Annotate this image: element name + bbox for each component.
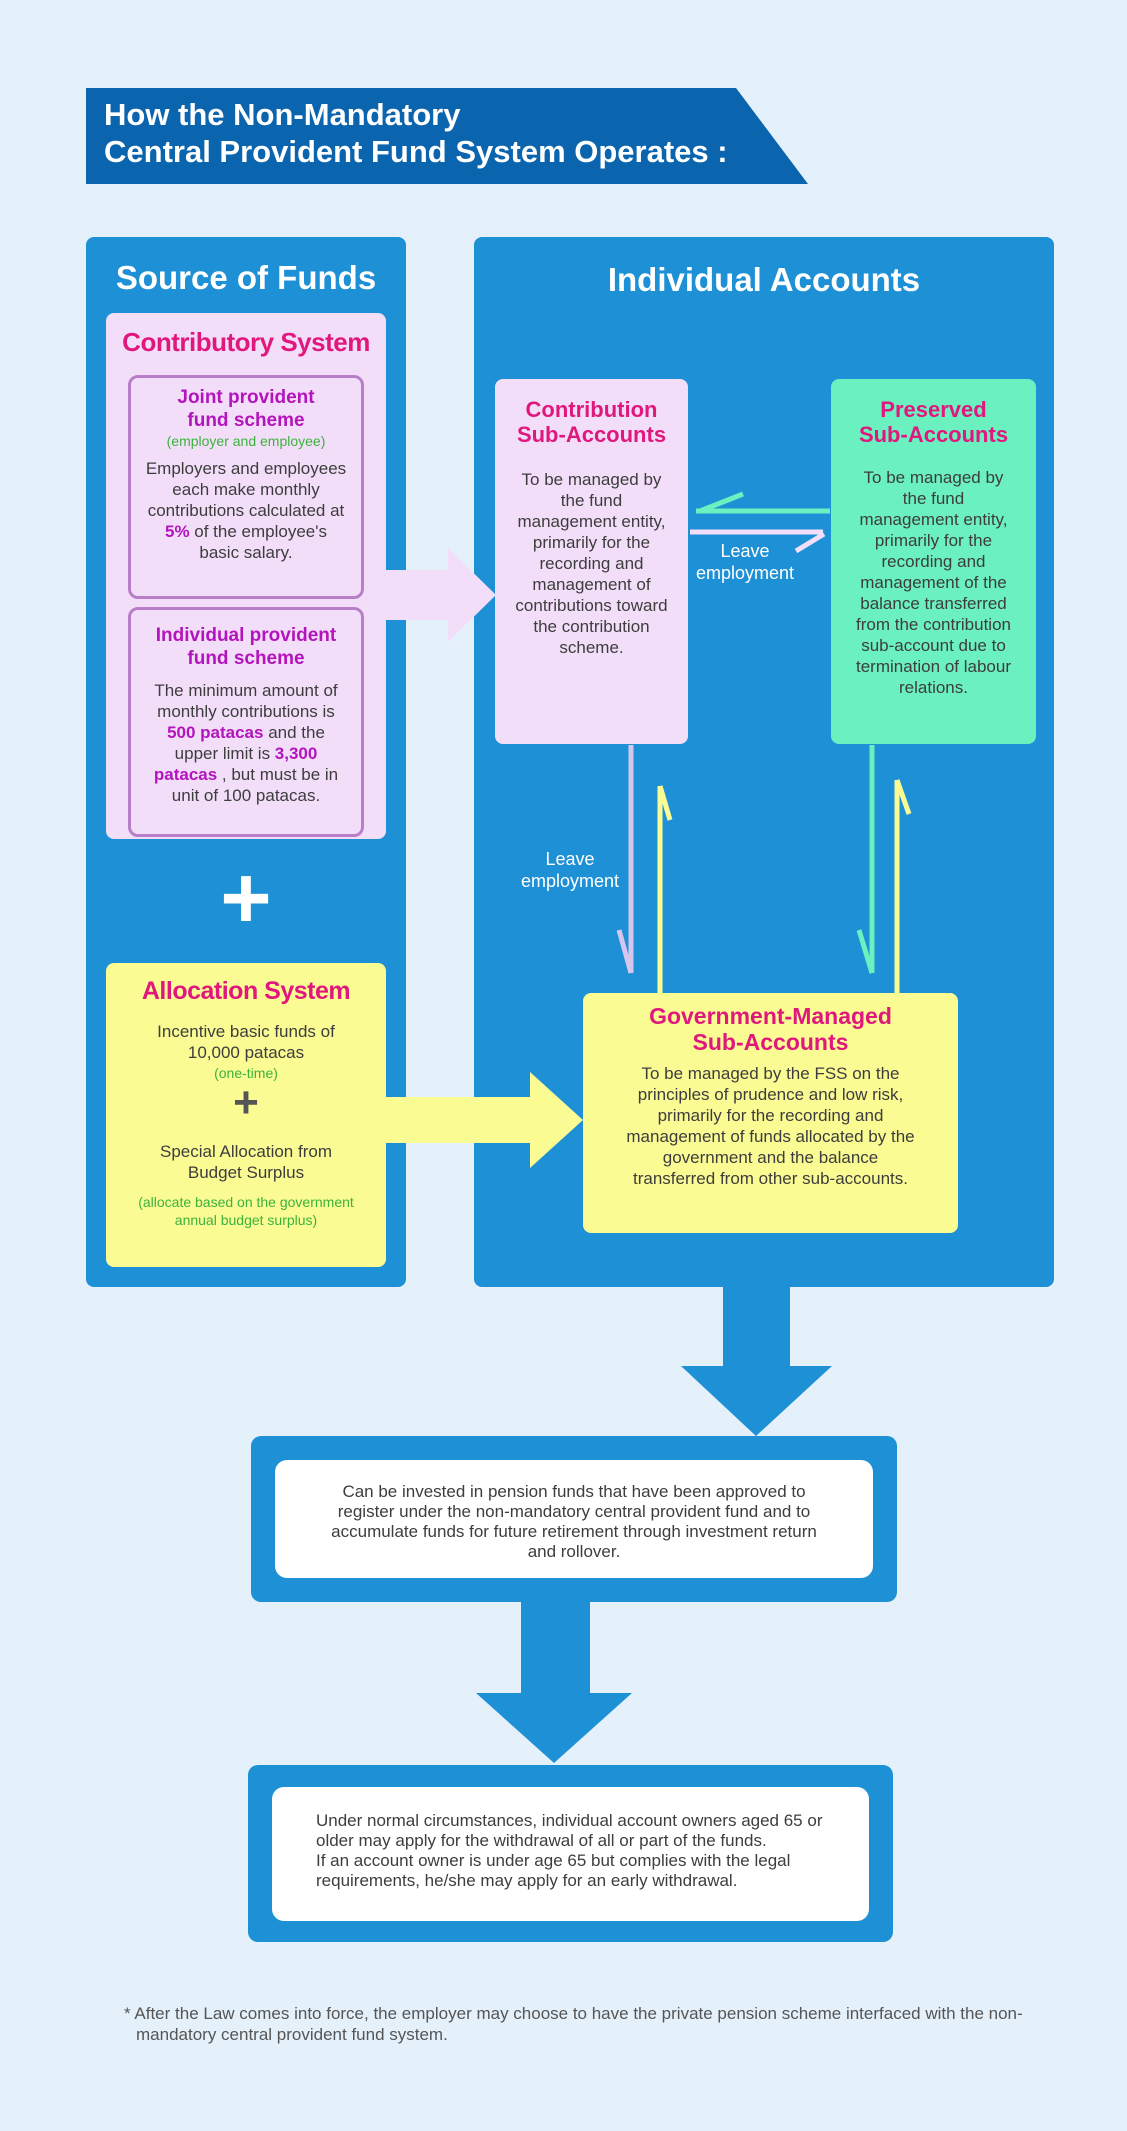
preserved-sub-accounts-title: Preserved Sub-Accounts xyxy=(831,397,1036,447)
allocation-system-title: Allocation System xyxy=(141,977,351,1005)
government-sub-accounts-box: Government-Managed Sub-Accounts To be ma… xyxy=(583,993,958,1233)
investment-card: Can be invested in pension funds that ha… xyxy=(275,1460,873,1578)
individual-scheme-title-line-2: fund scheme xyxy=(187,648,305,669)
joint-scheme-note: (employer and employee) xyxy=(166,433,326,449)
incentive-funds-text: Incentive basic funds of 10,000 patacas xyxy=(157,1022,335,1062)
preserved-title-line-2: Sub-Accounts xyxy=(858,422,1009,447)
title-line-2: Central Provident Fund System Operates : xyxy=(104,134,728,169)
government-sub-accounts-title: Government-Managed Sub-Accounts xyxy=(583,1003,958,1055)
joint-scheme-title: Joint provident fund scheme xyxy=(131,386,361,432)
joint-scheme-box: Joint provident fund scheme (employer an… xyxy=(128,375,364,599)
joint-text-b: of the employee's basic salary. xyxy=(189,522,327,562)
footnote: * After the Law comes into force, the em… xyxy=(124,2004,1023,2044)
one-time-note: (one-time) xyxy=(214,1065,278,1081)
government-sub-accounts-description: To be managed by the FSS on the principl… xyxy=(626,1064,915,1188)
contribution-sub-accounts-title: Contribution Sub-Accounts xyxy=(495,397,688,447)
allocation-system-box: Allocation System Incentive basic funds … xyxy=(106,963,386,1267)
withdrawal-card: Under normal circumstances, individual a… xyxy=(272,1787,869,1921)
arrow-yellow-up-2-head xyxy=(894,779,912,815)
investment-text: Can be invested in pension funds that ha… xyxy=(331,1482,817,1561)
withdrawal-text-1: Under normal circumstances, individual a… xyxy=(316,1811,823,1850)
joint-scheme-description: Employers and employees each make monthl… xyxy=(143,458,349,563)
investment-panel: Can be invested in pension funds that ha… xyxy=(251,1436,897,1602)
preserved-title-line-1: Preserved xyxy=(880,397,987,422)
arrow-pink-right-head xyxy=(794,531,826,554)
individual-scheme-title: Individual provident fund scheme xyxy=(131,624,361,670)
individual-scheme-title-line-1: Individual provident xyxy=(155,625,337,646)
minimum-amount-highlight: 500 patacas xyxy=(167,723,264,742)
withdrawal-panel: Under normal circumstances, individual a… xyxy=(248,1765,893,1942)
arrow-green-left-head xyxy=(699,491,744,514)
big-arrow-down-2 xyxy=(476,1600,632,1763)
government-title-line-1: Government-Managed xyxy=(649,1003,892,1029)
joint-text-a: Employers and employees each make monthl… xyxy=(145,459,347,520)
arrow-allocation-to-government xyxy=(385,1072,583,1168)
title-banner-shape xyxy=(86,88,808,184)
contribution-sub-accounts-description: To be managed by the fund management ent… xyxy=(515,470,668,657)
source-of-funds-heading: Source of Funds xyxy=(115,259,377,296)
preserved-sub-accounts-box: Preserved Sub-Accounts To be managed by … xyxy=(831,379,1036,744)
contributory-system-title: Contributory System xyxy=(122,327,370,357)
joint-scheme-title-line-1: Joint provident xyxy=(177,387,315,408)
title-line-1: How the Non-Mandatory xyxy=(104,97,461,132)
individual-text-a: The minimum amount of monthly contributi… xyxy=(154,681,338,721)
arrow-green-down-head xyxy=(856,929,875,974)
individual-accounts-heading: Individual Accounts xyxy=(607,261,921,298)
individual-text-b: and the upper limit is xyxy=(174,723,325,763)
leave-employment-label-vertical: Leave employment xyxy=(520,849,620,891)
preserved-sub-accounts-description: To be managed by the fund management ent… xyxy=(856,468,1011,697)
contributory-system-box: Contributory System Joint provident fund… xyxy=(106,313,386,839)
special-allocation-note: (allocate based on the government annual… xyxy=(138,1194,354,1228)
arrow-yellow-up-1-head xyxy=(657,785,673,821)
individual-text-c: , but must be in unit of 100 patacas. xyxy=(171,765,339,805)
individual-scheme-description: The minimum amount of monthly contributi… xyxy=(143,680,349,806)
big-arrow-down-1 xyxy=(681,1286,832,1436)
title-banner: How the Non-Mandatory Central Provident … xyxy=(86,88,808,184)
page-title: How the Non-Mandatory Central Provident … xyxy=(104,96,728,170)
arrow-contributory-to-contribution xyxy=(385,548,496,642)
plus-icon: + xyxy=(220,848,272,947)
leave-employment-label-horizontal: Leave employment xyxy=(695,541,795,583)
special-allocation-text: Special Allocation from Budget Surplus xyxy=(160,1142,332,1182)
contribution-sub-accounts-box: Contribution Sub-Accounts To be managed … xyxy=(495,379,688,744)
joint-scheme-title-line-2: fund scheme xyxy=(187,410,305,431)
arrow-lavender-down-head xyxy=(616,929,634,974)
contribution-title-line-2: Sub-Accounts xyxy=(516,422,667,447)
individual-scheme-box: Individual provident fund scheme The min… xyxy=(128,607,364,837)
government-title-line-2: Sub-Accounts xyxy=(692,1029,849,1055)
plus-small-icon: + xyxy=(233,1078,259,1127)
upper-limit-highlight: 3,300 patacas xyxy=(153,744,318,784)
contribution-title-line-1: Contribution xyxy=(525,397,658,422)
withdrawal-text-2: If an account owner is under age 65 but … xyxy=(316,1851,791,1890)
withdrawal-text: Under normal circumstances, individual a… xyxy=(316,1811,836,1891)
joint-rate-highlight: 5% xyxy=(164,522,190,541)
